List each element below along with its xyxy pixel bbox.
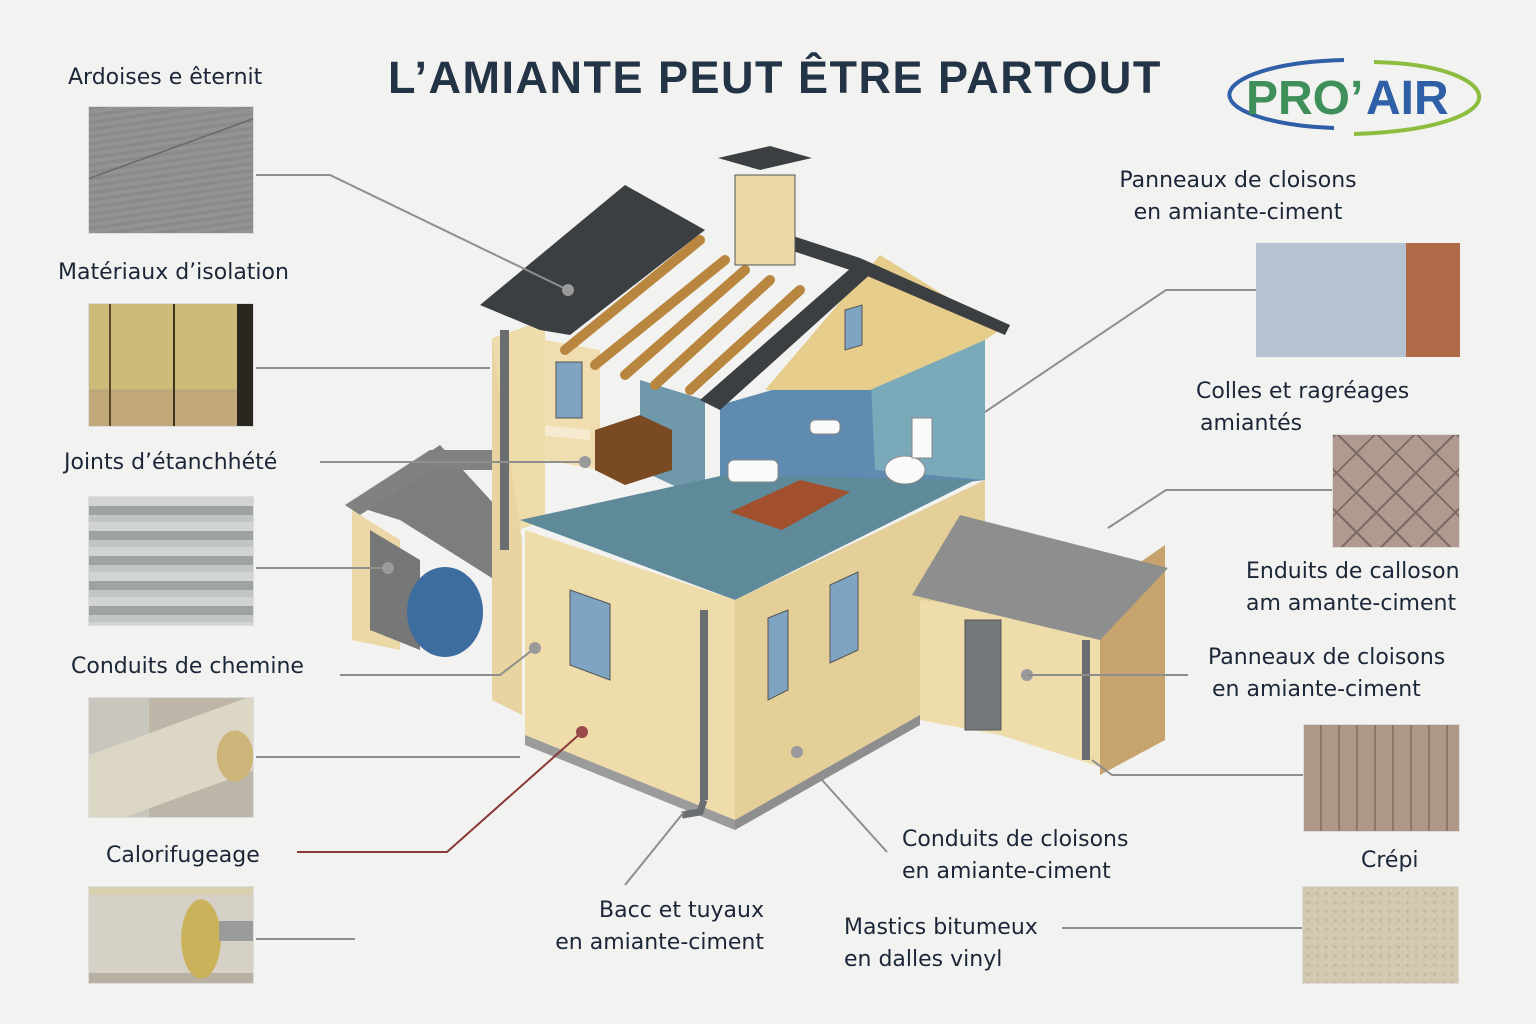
page-title: L’AMIANTE PEUT ÊTRE PARTOUT <box>388 52 1162 103</box>
label-enduits-calloson: Enduits de calloson am amante-ciment <box>1246 559 1460 616</box>
flue-pipe-swatch <box>88 697 254 818</box>
label-crepi: Crépi <box>1361 848 1419 873</box>
label-panneaux-cloisons-mid: Panneaux de cloisons en amiante-ciment <box>1208 645 1446 702</box>
garage <box>345 445 500 657</box>
label-bacs-tuyaux: Bacc et tuyaux en amiante-ciment <box>555 898 764 955</box>
label-conduits-cheminee: Conduits de chemine <box>71 654 304 679</box>
label-calorifugeage: Calorifugeage <box>106 843 260 868</box>
label-joints-etancheite: Joints d’étanchhété <box>64 450 278 475</box>
leader-lines-left <box>256 174 585 940</box>
ribbed-panel-swatch <box>1303 724 1460 832</box>
tap-chimney-swatch <box>1256 243 1460 357</box>
leader-line-calorifugeage <box>297 731 583 853</box>
label-mastics-bitumeux: Mastics bitumeux en dalles vinyl <box>844 915 1038 972</box>
logo-text-air: AIR <box>1366 72 1449 125</box>
corrugated-sheet-swatch <box>88 496 254 626</box>
label-ardoises-eternit: Ardoises e êternit <box>68 65 263 90</box>
render-texture-swatch <box>1302 886 1459 984</box>
mineral-wool-swatch <box>88 303 254 427</box>
logo-text-pro: PRO’ <box>1246 72 1363 125</box>
pro-air-logo: PRO’ AIR <box>1227 58 1482 136</box>
label-colles-ragreages: Colles et ragréages amiantés <box>1196 379 1410 436</box>
pipe-lagging-swatch <box>88 886 254 984</box>
label-conduits-cloisons: Conduits de cloisons en amiante-ciment <box>902 827 1129 884</box>
slate-texture-swatch <box>88 106 254 234</box>
label-materiaux-isolation: Matériaux d’isolation <box>58 260 289 285</box>
label-panneaux-cloisons-top: Panneaux de cloisons en amiante-ciment <box>1119 168 1357 225</box>
diamond-tile-swatch <box>1332 434 1460 548</box>
